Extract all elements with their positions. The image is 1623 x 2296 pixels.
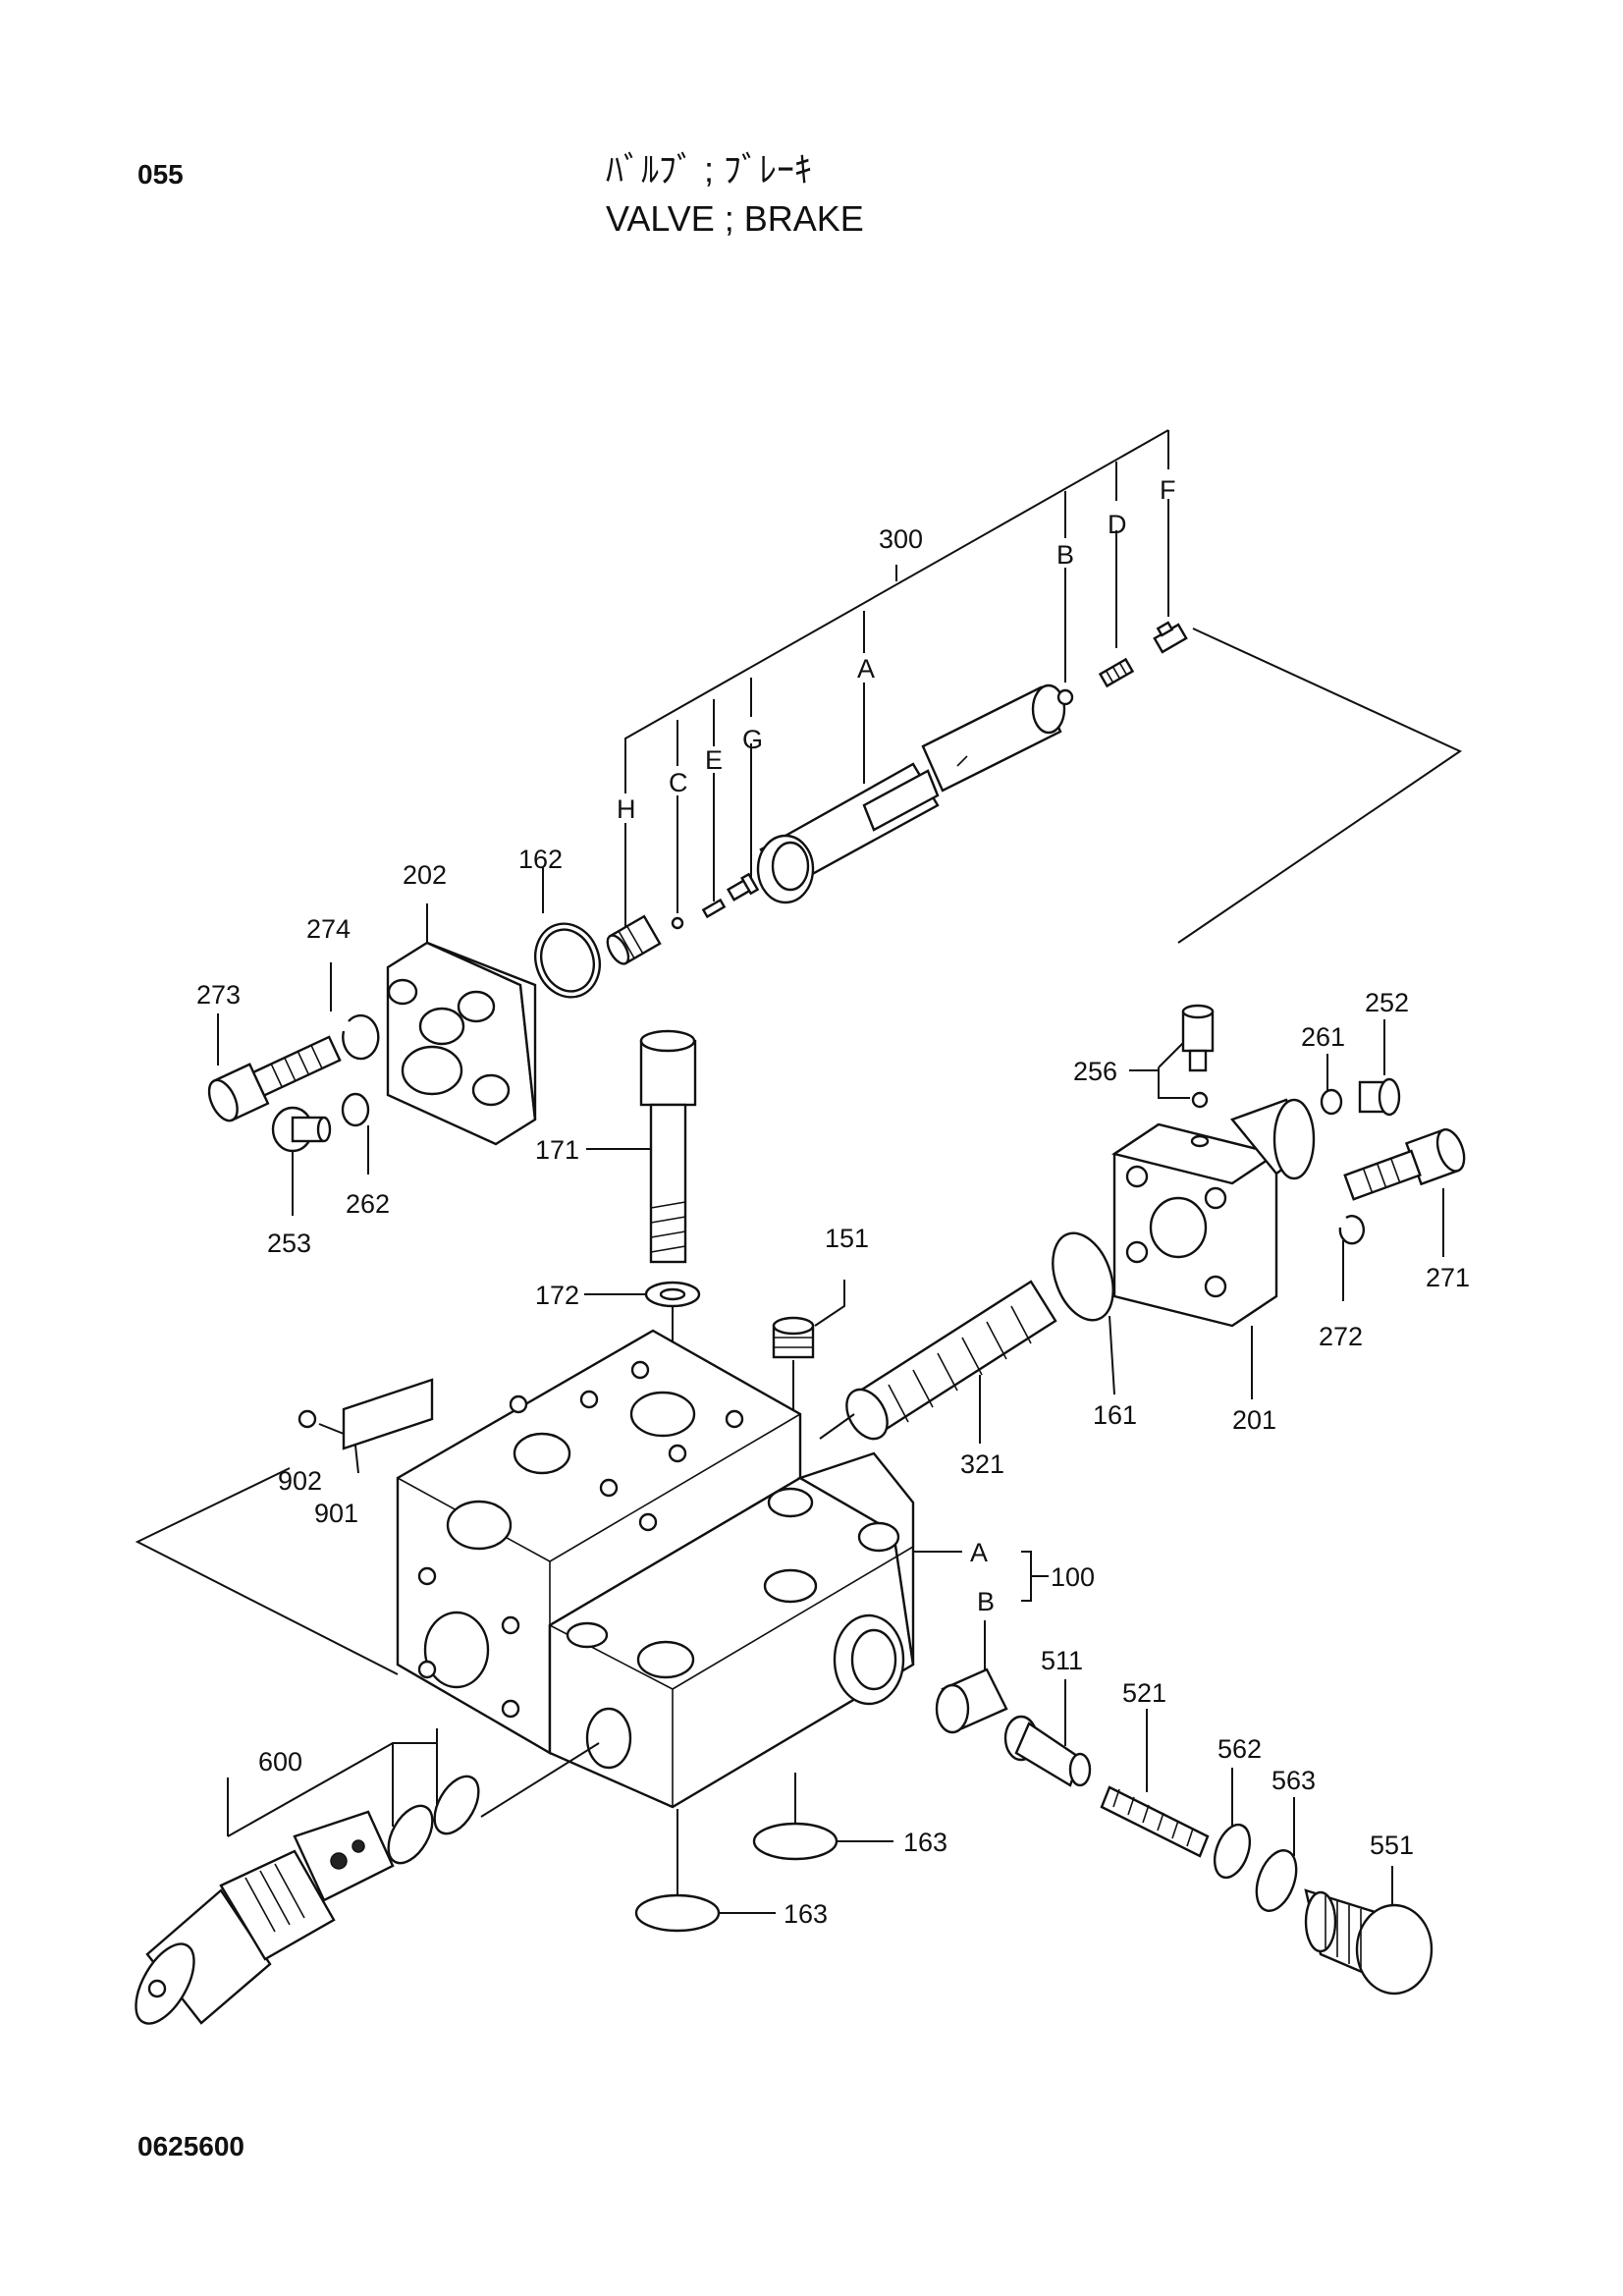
label-161: 161 [1093,1400,1137,1430]
label-F: F [1160,475,1176,505]
label-162: 162 [518,845,563,874]
spring-321 [845,1280,1057,1441]
label-H: H [617,794,636,824]
label-901: 901 [314,1499,358,1528]
bolt-171 [639,1029,697,1264]
title-japanese: ﾊﾞﾙﾌﾞ ; ﾌﾞﾚｰｷ [606,149,813,190]
label-321: 321 [960,1449,1004,1479]
plug-253 [271,1106,332,1216]
page-number: 055 [137,159,184,190]
cover-201 [1111,1098,1316,1328]
o-ring-600-b [433,1775,480,1835]
label-273: 273 [196,980,241,1010]
label-172: 172 [535,1281,579,1310]
label-256: 256 [1073,1057,1117,1086]
label-201: 201 [1232,1405,1276,1435]
label-C: C [669,768,688,797]
label-163-lower: 163 [784,1899,828,1929]
poppet-511 [1003,1679,1092,1787]
label-253: 253 [267,1229,311,1258]
label-202: 202 [403,860,447,890]
label-600: 600 [258,1747,302,1777]
label-100: 100 [1051,1562,1095,1592]
relief-valve-600 [135,1728,438,2025]
o-ring-163-upper [752,1822,839,1861]
label-B-top: B [1056,540,1074,570]
label-300: 300 [879,524,923,554]
sleeve-B [935,1667,1008,1734]
spool-part-A [756,683,1066,904]
o-ring-262 [341,1092,370,1127]
label-511: 511 [1041,1646,1083,1675]
plug-252 [1358,1019,1401,1117]
o-ring-600-a [387,1804,434,1865]
o-ring-563 [1255,1849,1298,1912]
label-163-upper: 163 [903,1828,947,1857]
label-171: 171 [535,1135,579,1165]
o-ring-161 [1052,1231,1114,1322]
label-902: 902 [278,1466,322,1496]
label-E: E [705,745,723,775]
label-521: 521 [1122,1678,1166,1708]
fitting-256 [1129,1004,1215,1109]
snap-ring-272 [1338,1215,1366,1245]
label-261: 261 [1301,1022,1345,1052]
plug-551 [1304,1866,1434,1995]
cover-202 [386,903,537,1146]
o-ring-163-lower [634,1893,721,1933]
snap-ring-274 [342,1013,380,1061]
label-G: G [742,725,763,754]
small-parts-300 [606,621,1188,965]
label-274: 274 [306,914,351,944]
assembly-300-leaders [624,429,1463,944]
plug-151 [772,1316,815,1359]
label-271: 271 [1426,1263,1470,1292]
spring-521 [1100,1709,1210,1858]
bolt-273 [207,1035,342,1122]
label-551: 551 [1370,1831,1414,1860]
valve-body-100 [396,1329,915,1809]
o-ring-261 [1320,1088,1343,1116]
callout-labels: 300 A B D F C E G H 202 162 274 273 253 … [196,475,1470,1929]
name-plate-901 [298,1378,434,1474]
o-ring-562 [1213,1823,1252,1880]
title-block: ﾊﾞﾙﾌﾞ ; ﾌﾞﾚｰｷ VALVE ; BRAKE [606,145,864,244]
label-B-body: B [977,1587,995,1616]
bolt-271 [1343,1128,1466,1201]
label-A-body: A [970,1538,988,1567]
label-272: 272 [1319,1322,1363,1351]
washer-172 [644,1281,701,1308]
label-563: 563 [1271,1766,1316,1795]
document-code: 0625600 [137,2131,245,2161]
label-562: 562 [1217,1734,1262,1764]
label-252: 252 [1365,988,1409,1017]
label-151: 151 [825,1224,869,1253]
label-A-top: A [857,654,875,683]
title-english: VALVE ; BRAKE [606,198,864,239]
label-262: 262 [346,1189,390,1219]
label-D: D [1108,510,1127,539]
